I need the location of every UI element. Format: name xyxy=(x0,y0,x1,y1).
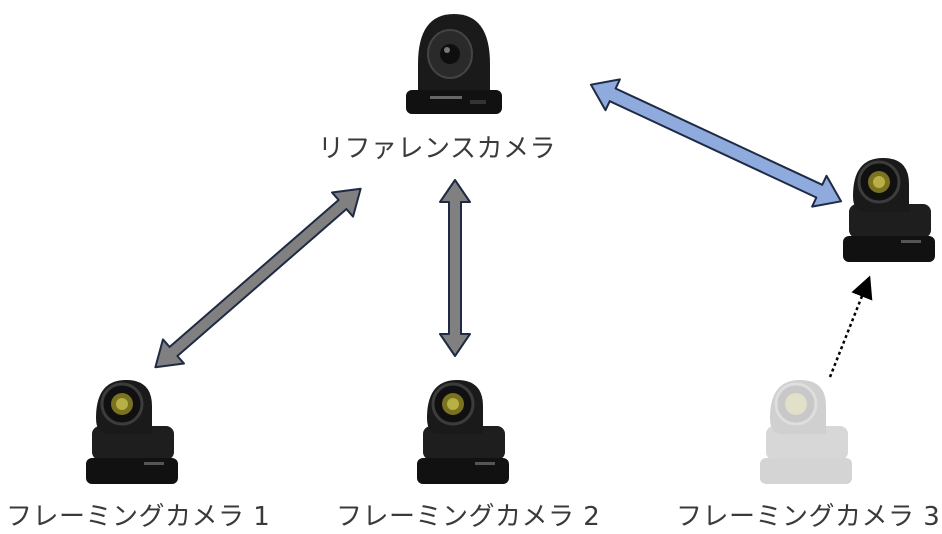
double-arrow-ref-framing1 xyxy=(154,187,362,369)
framing-camera-3-faded-icon xyxy=(760,380,852,484)
double-arrow-ref-framing2 xyxy=(439,179,471,357)
dotted-arrow-transition xyxy=(828,275,873,378)
double-arrow-ref-framing3 xyxy=(589,78,843,208)
reference-camera-label: リファレンスカメラ xyxy=(318,134,556,164)
framing-camera-3-icon xyxy=(843,158,935,262)
framing-camera-2-icon xyxy=(417,380,509,484)
framing-camera-3-label: フレーミングカメラ 3 xyxy=(676,502,941,532)
framing-camera-1-label: フレーミングカメラ 1 xyxy=(6,502,271,532)
reference-camera-icon xyxy=(406,14,502,114)
framing-camera-1-icon xyxy=(86,380,178,484)
framing-camera-2-label: フレーミングカメラ 2 xyxy=(336,502,601,532)
